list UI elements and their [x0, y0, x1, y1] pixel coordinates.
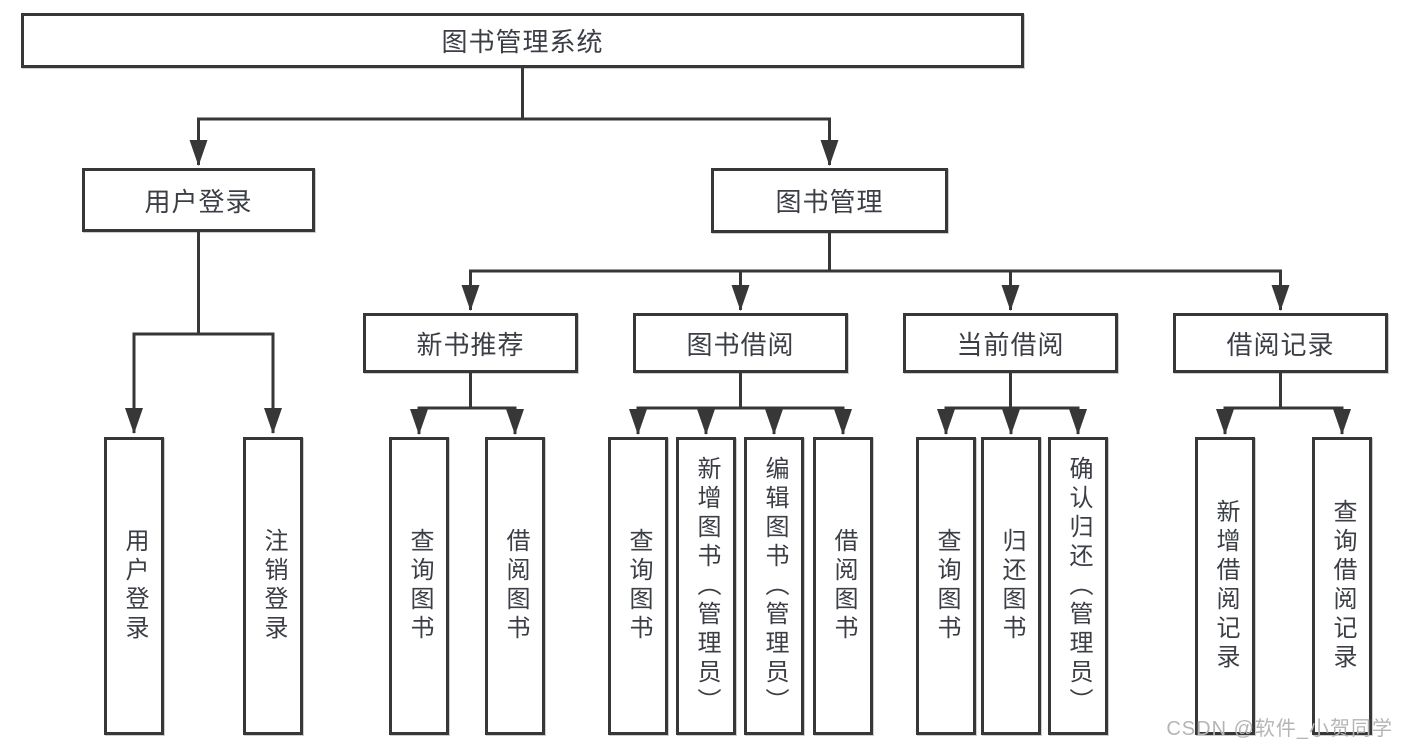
leaf-borrow-book-label: 借阅图书 [830, 528, 857, 644]
node-borrow-records: 借阅记录 [1173, 313, 1388, 373]
node-book-borrow: 图书借阅 [633, 313, 848, 373]
node-user-login-label: 用户登录 [144, 186, 253, 217]
leaf-borrow-query-book: 查询图书 [608, 437, 668, 735]
leaf-recommend-query-book-label: 查询图书 [406, 528, 433, 644]
leaf-confirm-return-admin-label: 确认归还（管理员） [1065, 455, 1092, 717]
csdn-watermark: CSDN @软件_小贺同学 [1166, 718, 1393, 740]
node-current-borrow-label: 当前借阅 [956, 329, 1065, 360]
leaf-return-book-label: 归还图书 [998, 528, 1025, 644]
leaf-logout-label: 注销登录 [260, 528, 287, 644]
leaf-borrow-book: 借阅图书 [813, 437, 873, 735]
node-current-borrow: 当前借阅 [903, 313, 1118, 373]
leaf-current-query-book: 查询图书 [916, 437, 976, 735]
leaf-add-borrow-record: 新增借阅记录 [1195, 437, 1255, 735]
node-new-book-recommend: 新书推荐 [363, 313, 578, 373]
node-root-label: 图书管理系统 [441, 27, 604, 57]
node-book-management-label: 图书管理 [775, 187, 884, 217]
leaf-add-book-admin-label: 新增图书（管理员） [693, 455, 720, 717]
leaf-current-query-book-label: 查询图书 [933, 528, 960, 644]
leaf-edit-book-admin: 编辑图书（管理员） [744, 437, 804, 735]
leaf-query-borrow-record-label: 查询借阅记录 [1329, 499, 1356, 673]
node-borrow-records-label: 借阅记录 [1226, 329, 1335, 360]
leaf-user-login-label: 用户登录 [121, 528, 148, 644]
node-user-login: 用户登录 [82, 168, 315, 232]
leaf-recommend-borrow-book-label: 借阅图书 [502, 528, 529, 644]
leaf-add-book-admin: 新增图书（管理员） [676, 437, 736, 735]
node-book-borrow-label: 图书借阅 [686, 329, 795, 360]
leaf-logout: 注销登录 [243, 437, 303, 735]
node-root: 图书管理系统 [21, 13, 1024, 68]
leaf-recommend-query-book: 查询图书 [389, 437, 449, 735]
leaf-query-borrow-record: 查询借阅记录 [1312, 437, 1372, 735]
node-book-management: 图书管理 [711, 168, 948, 233]
leaf-add-borrow-record-label: 新增借阅记录 [1212, 499, 1239, 673]
leaf-edit-book-admin-label: 编辑图书（管理员） [761, 455, 788, 717]
node-new-book-recommend-label: 新书推荐 [416, 329, 525, 360]
leaf-return-book: 归还图书 [981, 437, 1041, 735]
leaf-confirm-return-admin: 确认归还（管理员） [1048, 437, 1108, 735]
leaf-user-login: 用户登录 [104, 437, 164, 735]
leaf-recommend-borrow-book: 借阅图书 [485, 437, 545, 735]
leaf-borrow-query-book-label: 查询图书 [625, 528, 652, 644]
